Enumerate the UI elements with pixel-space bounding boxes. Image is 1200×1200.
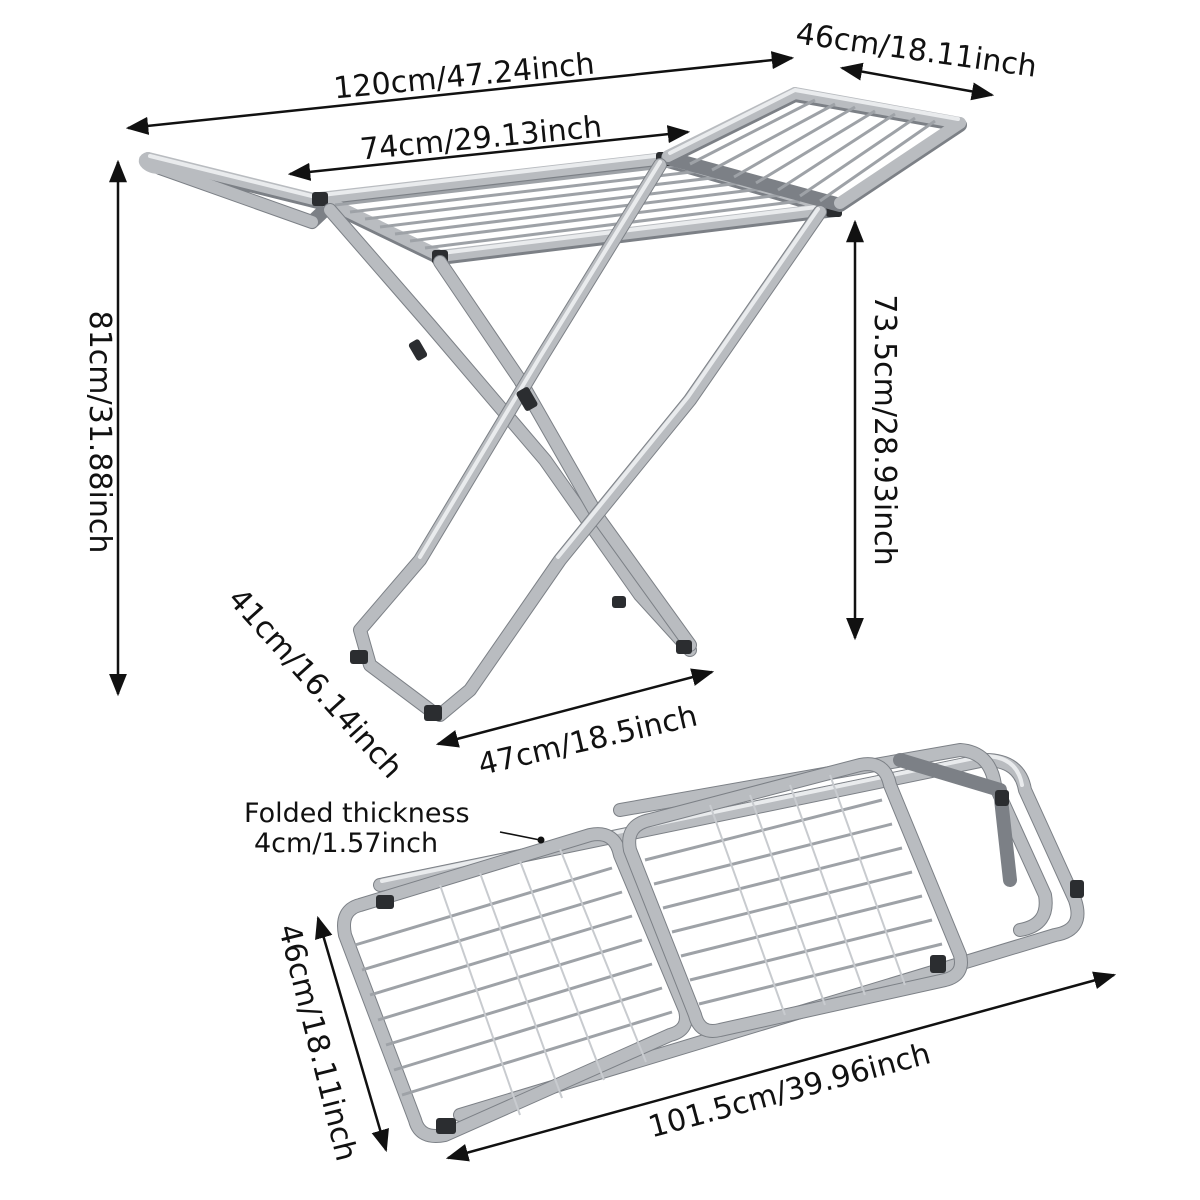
center-width-line [287,125,691,181]
wing-width-line [839,62,995,101]
rail-height-label: 73.5cm/28.93inch [867,294,902,565]
folded-thickness-leader-dot [537,836,545,844]
wing-rods [689,98,936,203]
base-width-label: 47cm/18.5inch [475,699,701,783]
folded-thickness-value: 4cm/1.57inch [254,828,438,859]
dimension-lines [109,51,1117,1162]
total-width-line [125,51,795,135]
center-frame [312,152,842,265]
base-width-line [435,668,715,748]
left-wing [138,152,337,229]
folded-width-line [315,915,389,1153]
total-height-label: 81cm/31.88inch [82,311,117,554]
center-width-label: 74cm/29.13inch [359,109,604,167]
folded-thickness-leader [499,831,541,841]
total-width-label: 120cm/47.24inch [332,47,596,107]
wing-width-label: 46cm/18.11inch [794,16,1039,84]
folded-thickness-title: Folded thickness [244,798,470,829]
folded-length-line [445,971,1117,1162]
